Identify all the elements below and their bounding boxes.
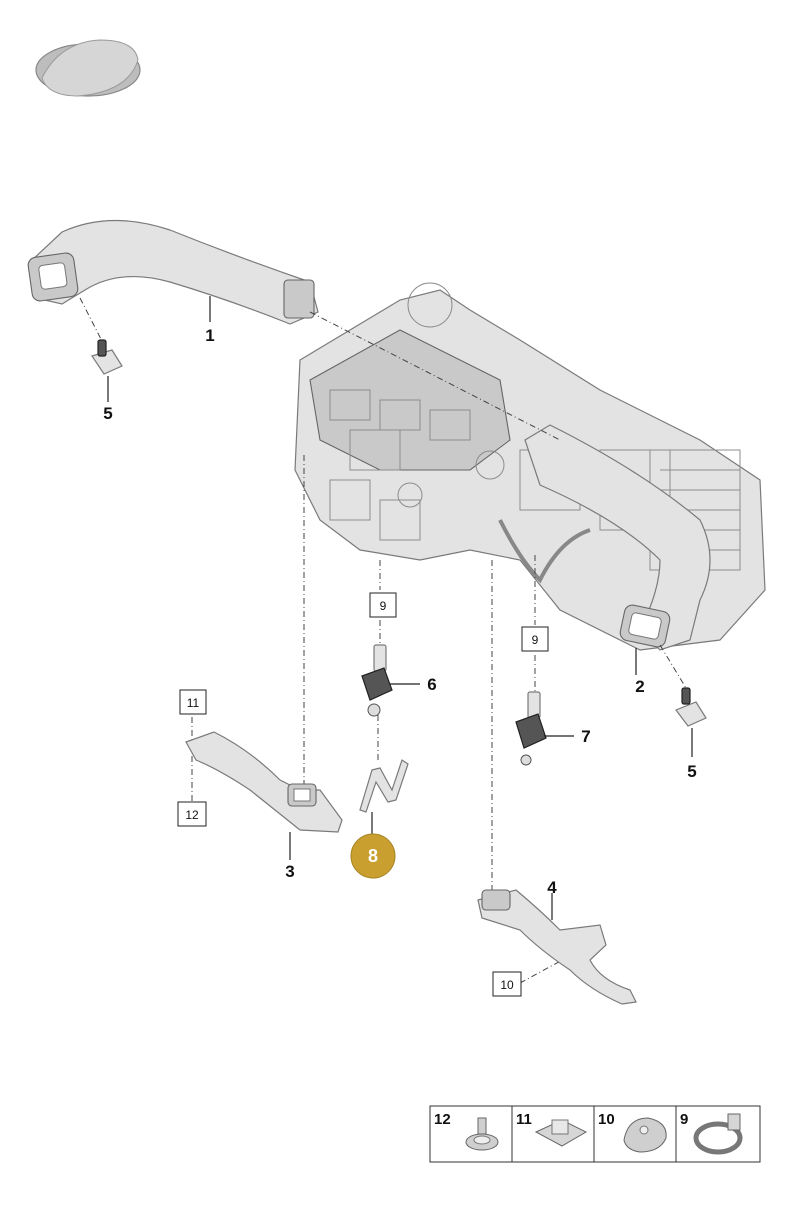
highlight-badge-circle — [350, 833, 396, 879]
clip-nut-icon — [534, 1119, 588, 1147]
callout-2: 2 — [635, 677, 644, 696]
boxed-ref-12-label: 12 — [185, 808, 199, 822]
boxed-ref-11-label: 11 — [187, 696, 200, 710]
sensor-7[interactable] — [515, 691, 547, 766]
fastener-legend: 12 11 10 9 — [429, 1105, 761, 1163]
callout-5-right: 5 — [687, 762, 696, 781]
boxed-ref-9-b-label: 9 — [532, 633, 539, 647]
boxed-ref-9-a: 9 — [369, 592, 397, 618]
clip-nut-5-right[interactable] — [675, 687, 707, 727]
clip-nut-5-left[interactable] — [91, 339, 123, 375]
air-duct-3[interactable] — [185, 731, 343, 833]
legend-number-12: 12 — [434, 1111, 451, 1128]
air-duct-4[interactable] — [477, 889, 637, 1005]
callout-1: 1 — [205, 326, 214, 345]
legend-item-10[interactable]: 10 — [598, 1111, 667, 1153]
boxed-ref-10-label: 10 — [500, 978, 514, 992]
callout-4: 4 — [547, 878, 557, 897]
air-duct-1[interactable] — [27, 219, 319, 325]
leader-lines — [107, 296, 693, 920]
bracket-8[interactable] — [359, 759, 409, 813]
legend-item-11[interactable]: 11 — [516, 1111, 588, 1147]
legend-item-9[interactable]: 9 — [680, 1111, 743, 1155]
callout-5-left: 5 — [103, 404, 112, 423]
callout-6: 6 — [427, 675, 436, 694]
hose-clamp-icon — [693, 1113, 743, 1155]
air-duct-2[interactable] — [524, 424, 711, 651]
callout-7: 7 — [581, 727, 590, 746]
vehicle-thumbnail — [35, 39, 141, 97]
hvac-housing — [294, 282, 766, 651]
highlight-badge-8[interactable]: 8 — [350, 833, 396, 879]
legend-number-11: 11 — [516, 1111, 532, 1128]
boxed-ref-9-b: 9 — [521, 626, 549, 652]
legend-item-12[interactable]: 12 — [434, 1111, 499, 1151]
boxed-ref-10: 10 — [492, 971, 522, 997]
boxed-ref-11: 11 — [179, 689, 207, 715]
boxed-ref-12: 12 — [177, 801, 207, 827]
legend-number-9: 9 — [680, 1111, 688, 1128]
callout-3: 3 — [285, 862, 294, 881]
screw-icon — [465, 1117, 499, 1151]
callout-8: 8 — [368, 846, 378, 866]
legend-number-10: 10 — [598, 1111, 615, 1128]
rivet-clip-icon — [623, 1117, 667, 1153]
sensor-6[interactable] — [361, 644, 393, 717]
boxed-ref-9-a-label: 9 — [380, 599, 387, 613]
